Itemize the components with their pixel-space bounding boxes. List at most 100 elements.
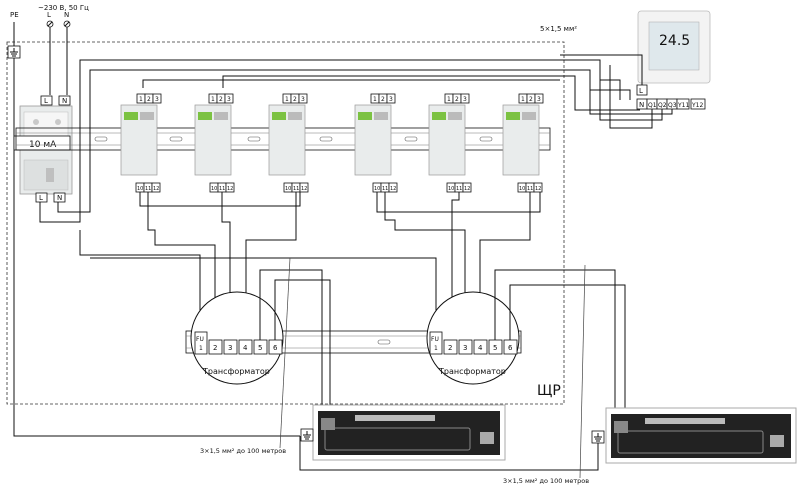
svg-text:4: 4: [243, 344, 248, 352]
supply-l-terminal-icon: [46, 20, 54, 28]
heater-2: [605, 407, 797, 464]
transformer-2-label: Трансформатор: [438, 367, 506, 376]
svg-text:1: 1: [521, 96, 525, 103]
transformer-2-out-wire-b: [509, 284, 626, 420]
svg-text:2: 2: [293, 96, 297, 103]
supply-n-terminal-icon: [63, 20, 71, 28]
thermostat-terminals: L N Q1 Q2 Q3 Y11 Y12: [636, 84, 706, 110]
relay-6-top-terminals: 1 2 3: [518, 93, 544, 104]
svg-text:1: 1: [434, 345, 438, 352]
svg-text:Q1: Q1: [648, 102, 657, 109]
svg-text:3: 3: [227, 96, 231, 103]
svg-text:11: 11: [145, 186, 151, 192]
relay-5-bottom-terminals: 10 11 12: [446, 182, 472, 193]
svg-text:10: 10: [519, 186, 525, 192]
heater-1-ground-icon: [300, 428, 314, 442]
transformer-1-feed-wire: [79, 230, 201, 312]
svg-text:1: 1: [285, 96, 289, 103]
svg-text:3: 3: [463, 96, 467, 103]
rcd-top-terminal-l-label: L: [44, 97, 48, 105]
svg-text:5: 5: [493, 344, 497, 352]
relay-4-top-terminals: 1 2 3: [370, 93, 396, 104]
relay-output-wire-5: [376, 192, 541, 213]
rcd-bottom-terminal-l: [35, 192, 48, 203]
relay-output-wire-6: [384, 192, 466, 312]
transformer-2-feed-wire: [90, 257, 437, 312]
svg-text:2: 2: [219, 96, 223, 103]
svg-text:1: 1: [447, 96, 451, 103]
rcd-bottom-terminal-n-label: N: [57, 194, 62, 202]
rcd-top-terminal-n-label: N: [62, 97, 67, 105]
svg-text:1: 1: [211, 96, 215, 103]
rcd-bottom-terminal-n: [53, 192, 66, 203]
svg-text:12: 12: [464, 186, 470, 192]
svg-text:Y12: Y12: [691, 102, 703, 109]
svg-text:2: 2: [529, 96, 533, 103]
svg-text:10: 10: [211, 186, 217, 192]
pe-wire: [13, 22, 300, 437]
svg-text:2: 2: [448, 344, 452, 352]
relay-6-bottom-terminals: 10 11 12: [517, 182, 543, 193]
relay-5-top-terminals: 1 2 3: [444, 93, 470, 104]
svg-text:Q2: Q2: [658, 102, 667, 109]
svg-text:12: 12: [153, 186, 159, 192]
heater-2-ground-icon: [591, 430, 605, 444]
relay-3-bottom-terminals: 10 11 12: [283, 182, 309, 193]
svg-text:6: 6: [273, 344, 278, 352]
relay-6: [502, 104, 540, 176]
relay-output-wire-3: [221, 192, 231, 312]
transformer-1-out-wire-b: [274, 279, 331, 420]
relay-5: [428, 104, 466, 176]
supply-voltage-label: ~230 В, 50 Гц: [38, 4, 89, 12]
bus-wire-3: [142, 79, 560, 88]
distribution-panel-border: [6, 41, 565, 405]
svg-text:2: 2: [147, 96, 151, 103]
relay-3: [268, 104, 306, 176]
svg-text:4: 4: [478, 344, 483, 352]
svg-text:10: 10: [285, 186, 291, 192]
bus-wire-2: [57, 69, 631, 213]
cable-bottom-label-2: 3×1,5 мм² до 100 метров: [503, 477, 589, 485]
bus-wire-4: [222, 75, 640, 111]
thermostat-device: [637, 10, 711, 84]
rcd-bottom-terminal-l-label: L: [39, 194, 43, 202]
svg-text:11: 11: [456, 186, 462, 192]
cable-top-label: 5×1,5 мм²: [540, 25, 577, 33]
supply-pe-label: PE: [10, 11, 19, 19]
svg-text:FU: FU: [196, 336, 204, 343]
relay-output-wire-1: [139, 192, 301, 207]
transformer-1-out-wire-a: [259, 269, 323, 420]
svg-text:12: 12: [301, 186, 307, 192]
relay-4: [354, 104, 392, 176]
svg-text:FU: FU: [431, 336, 439, 343]
svg-text:3: 3: [537, 96, 541, 103]
svg-text:6: 6: [508, 344, 513, 352]
relay-1-top-terminals: 1 2 3: [136, 93, 162, 104]
svg-text:12: 12: [227, 186, 233, 192]
relay-2-bottom-terminals: 10 11 12: [209, 182, 235, 193]
relay-output-wire-2: [147, 192, 216, 312]
heater-2-pe-wire: [299, 436, 599, 471]
svg-text:1: 1: [199, 345, 203, 352]
relay-4-bottom-terminals: 10 11 12: [372, 182, 398, 193]
svg-text:2: 2: [381, 96, 385, 103]
svg-text:12: 12: [390, 186, 396, 192]
svg-text:Y11: Y11: [677, 102, 689, 109]
svg-text:3: 3: [389, 96, 393, 103]
relay-2-top-terminals: 1 2 3: [208, 93, 234, 104]
svg-text:2: 2: [455, 96, 459, 103]
svg-text:1: 1: [139, 96, 143, 103]
svg-text:10: 10: [374, 186, 380, 192]
svg-text:Q3: Q3: [668, 102, 677, 109]
supply-l-label: L: [47, 11, 51, 19]
svg-text:10: 10: [448, 186, 454, 192]
svg-text:3: 3: [228, 344, 232, 352]
din-rail-slots: [94, 136, 493, 142]
rcd-top-terminal-n: [58, 95, 71, 106]
relay-3-top-terminals: 1 2 3: [282, 93, 308, 104]
svg-text:1: 1: [373, 96, 377, 103]
svg-text:3: 3: [301, 96, 305, 103]
svg-text:11: 11: [219, 186, 225, 192]
svg-text:12: 12: [535, 186, 541, 192]
